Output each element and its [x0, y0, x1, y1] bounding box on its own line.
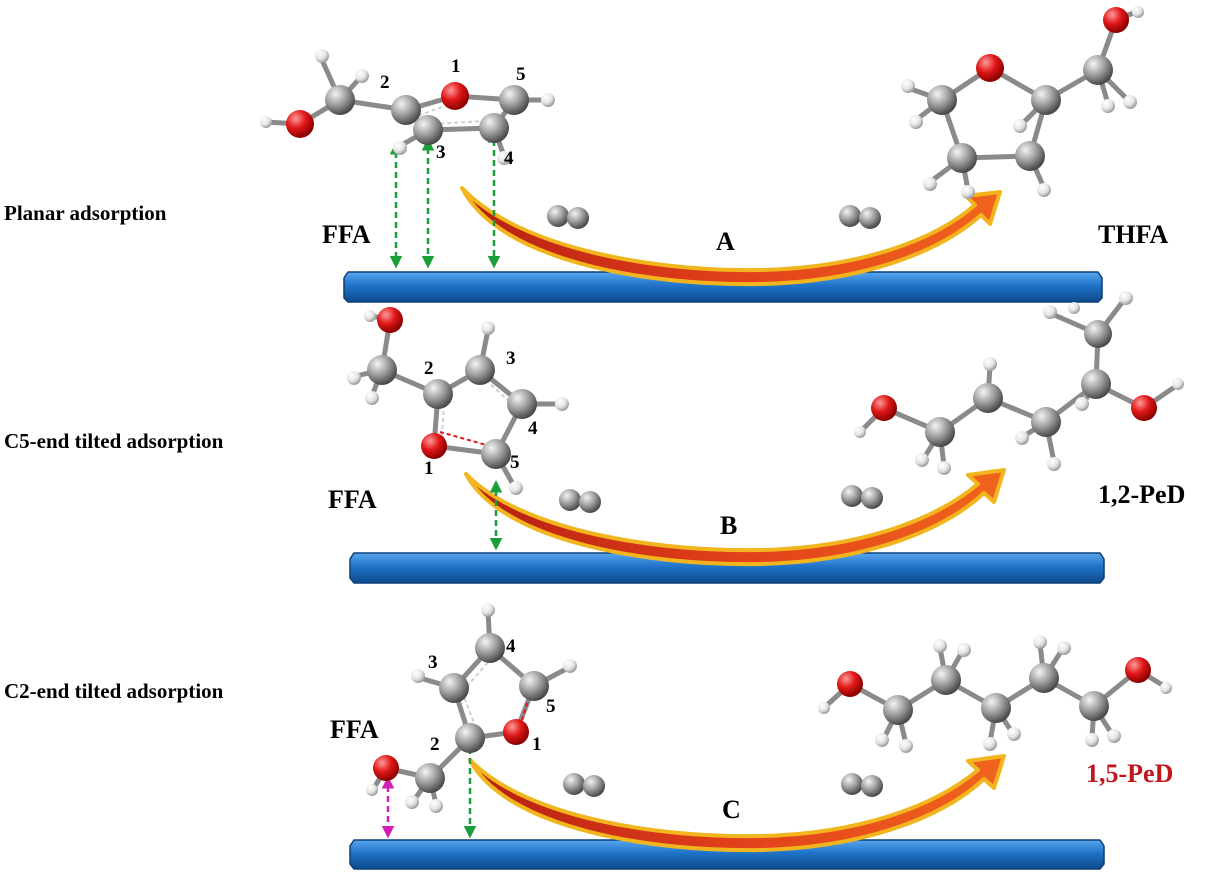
reactant-label-b: FFA — [328, 485, 377, 514]
catalyst-surface-c — [349, 839, 1105, 870]
ring-number-a-3: 3 — [436, 142, 446, 163]
catalyst-surface-a — [343, 271, 1103, 303]
ring-number-b-5: 5 — [510, 452, 520, 473]
ring-number-b-2: 2 — [424, 358, 434, 379]
mode-label-planar: Planar adsorption — [4, 201, 167, 225]
reaction-arrow-c — [468, 754, 1006, 853]
catalyst-surface-b — [349, 552, 1105, 584]
ring-number-a-1: 1 — [451, 56, 461, 77]
h2-molecule-b2 — [841, 485, 883, 509]
reaction-arrow-b — [464, 468, 1006, 567]
ring-number-a-2: 2 — [380, 72, 390, 93]
h2-molecule-c2 — [841, 773, 883, 797]
panel-c5-tilted: C5-end tilted adsorption FFA B 1,2-PeD — [4, 291, 1185, 584]
ring-number-b-3: 3 — [506, 348, 516, 369]
interaction-arrows-c — [381, 738, 477, 839]
ring-number-b-4: 4 — [528, 418, 538, 439]
pathway-label-b: B — [720, 511, 737, 540]
ffa-molecule-b: 2 3 4 1 5 — [347, 307, 569, 495]
reactant-label-c: FFA — [330, 715, 379, 744]
ring-number-a-4: 4 — [504, 148, 514, 169]
pathway-label-c: C — [722, 795, 741, 824]
1-5-ped-molecule — [818, 635, 1172, 753]
h2-molecule-a2 — [839, 205, 881, 229]
ring-number-c-4: 4 — [506, 636, 516, 657]
ring-number-c-5: 5 — [546, 696, 556, 717]
1-2-ped-molecule — [854, 291, 1184, 475]
h2-molecule-a1 — [547, 205, 589, 229]
reaction-arrow-a — [460, 186, 1002, 287]
ring-number-b-1: 1 — [424, 458, 434, 479]
product-label-a: THFA — [1098, 220, 1169, 249]
ring-number-c-1: 1 — [532, 734, 542, 755]
ring-number-c-2: 2 — [430, 734, 440, 755]
ffa-molecule-c: 3 4 5 2 1 — [366, 603, 577, 813]
ring-number-c-3: 3 — [428, 652, 438, 673]
product-label-c: 1,5-PeD — [1086, 759, 1173, 788]
pathway-label-a: A — [716, 227, 735, 256]
ffa-molecule-a: 2 1 5 3 4 — [260, 49, 555, 169]
reactant-label-a: FFA — [322, 220, 371, 249]
ring-number-a-5: 5 — [516, 64, 526, 85]
mode-label-c2: C2-end tilted adsorption — [4, 679, 224, 703]
product-label-b: 1,2-PeD — [1098, 480, 1185, 509]
h2-molecule-b1 — [559, 489, 601, 513]
interaction-arrows-a — [389, 130, 501, 269]
h2-molecule-c1 — [563, 773, 605, 797]
thfa-molecule — [901, 6, 1144, 199]
panel-planar: Planar adsorption FFA A THFA — [4, 6, 1169, 303]
mode-label-c5: C5-end tilted adsorption — [4, 429, 224, 453]
panel-c2-tilted: C2-end tilted adsorption FFA C 1,5-PeD — [4, 603, 1173, 870]
